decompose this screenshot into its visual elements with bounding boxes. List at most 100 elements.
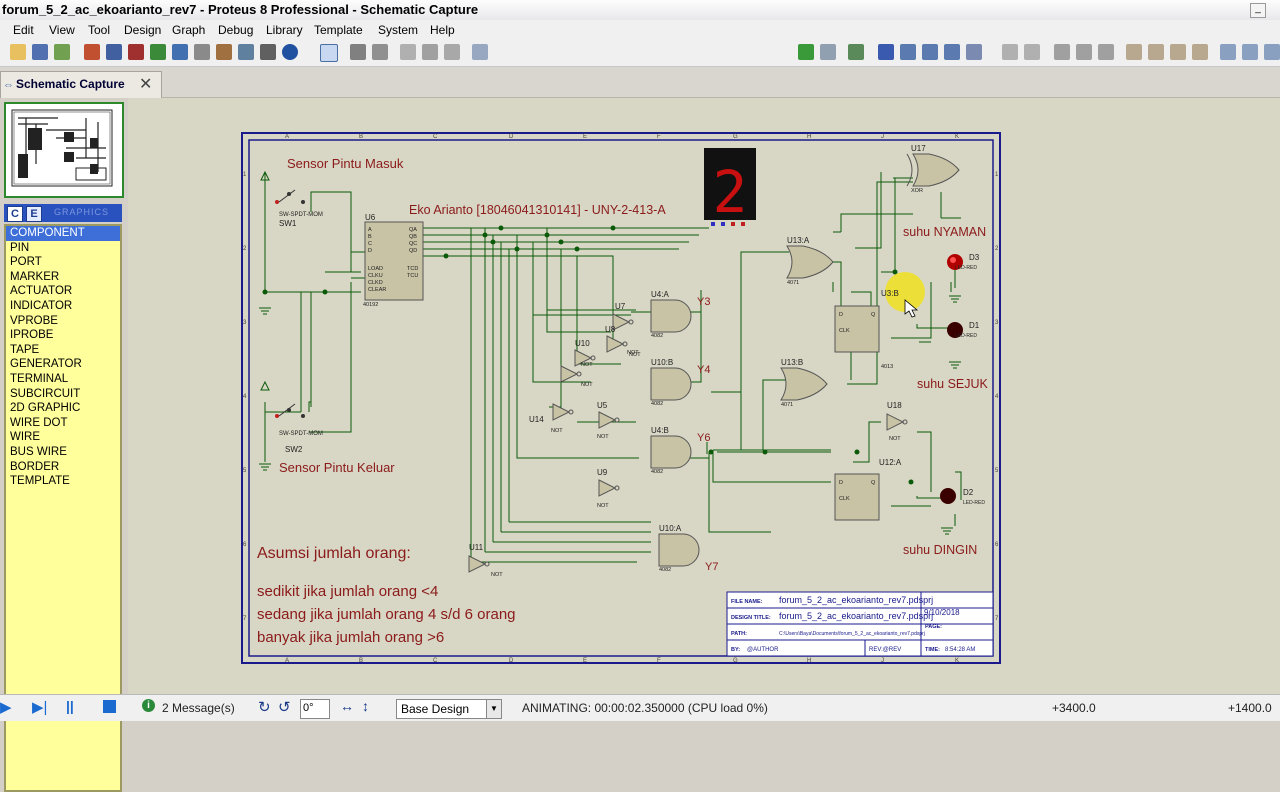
paste-icon[interactable] bbox=[1098, 44, 1114, 60]
list-item[interactable]: BUS WIRE bbox=[10, 445, 67, 458]
list-item[interactable]: TERMINAL bbox=[10, 372, 69, 385]
grid-icon[interactable] bbox=[820, 44, 836, 60]
import-icon[interactable] bbox=[54, 44, 70, 60]
tools-icon[interactable] bbox=[372, 44, 388, 60]
list-item[interactable]: TEMPLATE bbox=[10, 475, 70, 488]
rotate-ccw-icon[interactable]: ↺ bbox=[278, 699, 291, 716]
info-icon[interactable]: i bbox=[142, 699, 155, 712]
not-gate-u10[interactable]: U10 bbox=[574, 339, 596, 367]
minimize-button[interactable]: _ bbox=[1250, 3, 1266, 18]
not-gate-u18[interactable]: U18 NOT bbox=[886, 401, 908, 442]
pcb-icon[interactable] bbox=[128, 44, 144, 60]
or-gate-u13a[interactable]: U13:A 4071 bbox=[786, 236, 834, 286]
switch-sw2[interactable]: SW-SPDT-MOM SW2 bbox=[260, 380, 323, 454]
netlist-icon[interactable] bbox=[472, 44, 488, 60]
menu-view[interactable]: View bbox=[49, 23, 75, 37]
messages-count[interactable]: 2 Message(s) bbox=[162, 701, 235, 715]
zoom-area-icon[interactable] bbox=[966, 44, 982, 60]
gerber-icon[interactable] bbox=[150, 44, 166, 60]
help-icon[interactable] bbox=[282, 44, 298, 60]
design-select[interactable]: Base Design ▼ bbox=[396, 699, 502, 719]
make-device-icon[interactable] bbox=[1242, 44, 1258, 60]
zoom-all-icon[interactable] bbox=[944, 44, 960, 60]
block-move-icon[interactable] bbox=[1148, 44, 1164, 60]
block-delete-icon[interactable] bbox=[1192, 44, 1208, 60]
not-gate-u9[interactable]: U9 NOT bbox=[597, 468, 620, 509]
redo-icon[interactable] bbox=[1024, 44, 1040, 60]
menu-library[interactable]: Library bbox=[266, 23, 303, 37]
redraw-icon[interactable] bbox=[798, 44, 814, 60]
zoom-out-icon[interactable] bbox=[922, 44, 938, 60]
menu-debug[interactable]: Debug bbox=[218, 23, 254, 37]
list-item[interactable]: VPROBE bbox=[10, 314, 58, 327]
led-d2[interactable]: D2 LED-RED bbox=[940, 488, 985, 506]
and-gate-u4a[interactable]: U4:A 4082 Y3 bbox=[650, 290, 710, 339]
block-rotate-icon[interactable] bbox=[1170, 44, 1186, 60]
menu-template[interactable]: Template bbox=[314, 23, 363, 37]
zoom-in-icon[interactable] bbox=[900, 44, 916, 60]
3d-icon[interactable] bbox=[172, 44, 188, 60]
not-gate-u7[interactable]: U7 bbox=[612, 302, 634, 331]
cut-icon[interactable] bbox=[1054, 44, 1070, 60]
overview-window[interactable] bbox=[4, 102, 124, 198]
list-item[interactable]: MARKER bbox=[10, 270, 60, 283]
list-item[interactable]: 2D GRAPHIC bbox=[10, 402, 81, 415]
block-copy-icon[interactable] bbox=[1126, 44, 1142, 60]
seven-segment-display[interactable]: 2 bbox=[704, 148, 756, 226]
pan-icon[interactable] bbox=[878, 44, 894, 60]
play-icon[interactable]: ▶ bbox=[0, 699, 12, 716]
list-item[interactable]: BORDER bbox=[10, 460, 60, 473]
and-gate-u4b[interactable]: U4:B 4082 Y6 bbox=[650, 426, 710, 475]
document-icon[interactable] bbox=[260, 44, 276, 60]
menu-edit[interactable]: Edit bbox=[13, 23, 34, 37]
switch-sw1[interactable]: SW-SPDT-MOM SW1 bbox=[260, 170, 323, 228]
xor-gate-u17[interactable]: U17 XOR bbox=[906, 144, 960, 194]
schematic-icon[interactable] bbox=[106, 44, 122, 60]
list-item[interactable]: PIN bbox=[10, 241, 30, 254]
home-icon[interactable] bbox=[84, 44, 100, 60]
flip-flop-u12a[interactable]: D CLK Q U12:A bbox=[834, 458, 902, 521]
or-gate-u13b[interactable]: U13:B 4071 bbox=[780, 358, 828, 408]
and-gate-u10b[interactable]: U10:B 4082 Y4 bbox=[650, 358, 710, 407]
pick-device-icon[interactable] bbox=[1220, 44, 1236, 60]
ic-u6[interactable]: U6 A B C D LOAD CLKU CLKD CLEAR QA QB QC… bbox=[363, 213, 424, 308]
menu-help[interactable]: Help bbox=[430, 23, 455, 37]
stop-icon[interactable] bbox=[103, 700, 116, 713]
component-mode-button[interactable]: C bbox=[7, 206, 23, 222]
not-gate-u8[interactable]: U8 NOT bbox=[605, 325, 641, 358]
rotate-cw-icon[interactable]: ↻ bbox=[258, 699, 271, 716]
menu-graph[interactable]: Graph bbox=[172, 23, 206, 37]
step-icon[interactable]: ▶| bbox=[32, 699, 48, 716]
list-item[interactable]: GENERATOR bbox=[10, 358, 82, 371]
mirror-horizontal-icon[interactable]: ↔ bbox=[340, 698, 354, 714]
origin-icon[interactable] bbox=[848, 44, 864, 60]
list-item[interactable]: WIRE DOT bbox=[10, 416, 68, 429]
edit-mode-button[interactable]: E bbox=[26, 206, 42, 222]
packaging-icon[interactable] bbox=[1264, 44, 1280, 60]
menu-system[interactable]: System bbox=[378, 23, 419, 37]
list-item[interactable]: IPROBE bbox=[10, 329, 54, 342]
flip-flop-u3b[interactable]: D CLK Q 4013 bbox=[834, 305, 893, 370]
menu-tool[interactable]: Tool bbox=[88, 23, 111, 37]
not-gate-u5[interactable]: U14 NOT bbox=[529, 403, 574, 434]
list-item[interactable]: ACTUATOR bbox=[10, 285, 73, 298]
save-icon[interactable] bbox=[32, 44, 48, 60]
list-item[interactable]: PORT bbox=[10, 256, 42, 269]
remove-sheet-icon[interactable] bbox=[422, 44, 438, 60]
list-item[interactable]: WIRE bbox=[10, 431, 41, 444]
list-item[interactable]: TAPE bbox=[10, 343, 40, 356]
list-item[interactable]: SUBCIRCUIT bbox=[10, 387, 81, 400]
not-gate-u11[interactable]: U11 NOT bbox=[468, 543, 503, 578]
list-item[interactable]: INDICATOR bbox=[10, 299, 73, 312]
led-d3[interactable]: D3 LED-RED bbox=[947, 253, 980, 271]
menu-design[interactable]: Design bbox=[124, 23, 162, 37]
mirror-vertical-icon[interactable]: ↕ bbox=[362, 698, 369, 714]
undo-icon[interactable] bbox=[1002, 44, 1018, 60]
led-d1[interactable]: D1 LED-RED bbox=[947, 321, 980, 339]
list-item[interactable]: COMPONENT bbox=[6, 226, 120, 241]
tab-schematic-capture[interactable]: ⇔ Schematic Capture ✕ bbox=[0, 71, 162, 98]
rotation-angle-field[interactable]: 0° bbox=[300, 699, 330, 719]
copy-icon[interactable] bbox=[1076, 44, 1092, 60]
not-gate-u5b[interactable]: U5 NOT bbox=[597, 401, 620, 440]
